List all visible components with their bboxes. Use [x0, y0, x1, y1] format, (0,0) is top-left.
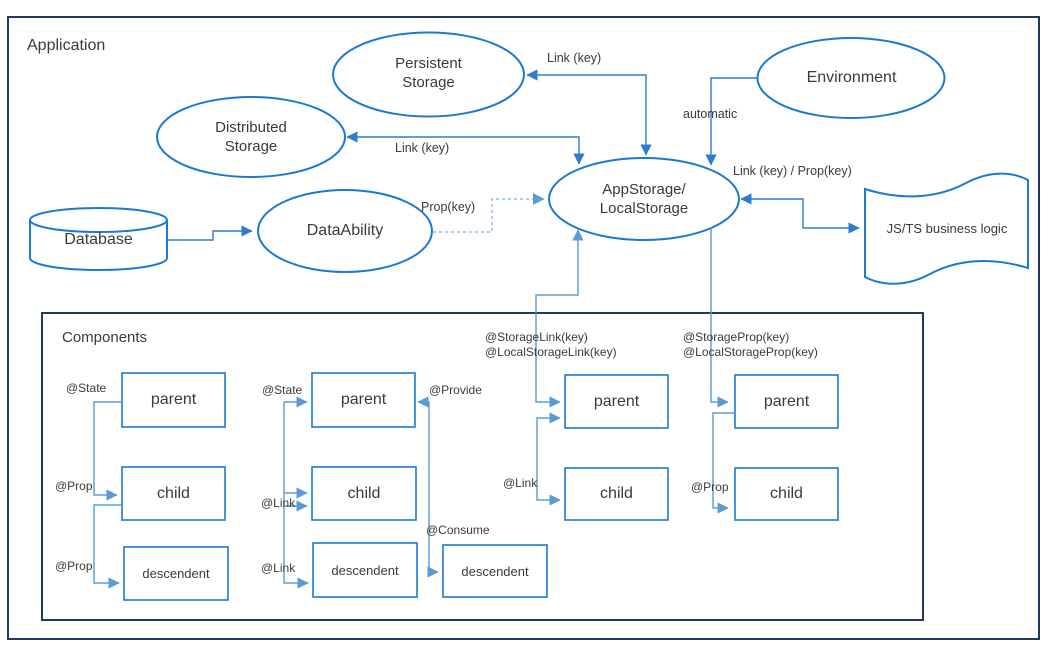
g2-descendent-label: descendent [331, 562, 399, 578]
g2-link-child-decorator: @Link [261, 496, 296, 510]
components-title: Components [62, 329, 148, 346]
g4-child-box [734, 467, 839, 521]
g2-child-box [311, 466, 417, 521]
g1-descendent-label: descendent [142, 566, 210, 581]
dataability-label: DataAbility [306, 222, 384, 239]
edge-storageprop-appstorage-parent [710, 228, 729, 408]
edge-persistent-appstorage [526, 69, 652, 156]
edge-g2-provide-consume [417, 396, 439, 578]
database-cylinder-top [29, 207, 168, 233]
edge-environment-appstorage [705, 77, 757, 166]
distributed-storage-label: Distributed Storage [215, 119, 287, 155]
g1-descendent-box [123, 546, 229, 601]
appstorage-ellipse [548, 157, 740, 241]
edge-g1-parent-child [93, 401, 122, 501]
g4-parent-label: parent [763, 392, 810, 410]
edge-label-dataability-prop: Prop(key) [421, 200, 476, 214]
g3-child-label: child [600, 485, 633, 502]
g3-storagelink-decorators: @StorageLink(key) @LocalStorageLink(key) [485, 330, 617, 359]
edge-g3-link-parent-child [536, 412, 561, 506]
g2-parent-box [311, 372, 416, 428]
g2-child-label: child [347, 484, 381, 502]
g4-storageprop-decorators: @StorageProp(key) @LocalStorageProp(key) [683, 330, 818, 359]
g2-consume-descendent-box [442, 544, 548, 598]
persistent-storage-ellipse [332, 31, 525, 118]
edge-label-persistent-link: Link (key) [547, 51, 602, 65]
g1-child-label: child [157, 484, 190, 502]
g1-prop-child-decorator: @Prop [55, 479, 93, 493]
components-boundary [41, 312, 924, 621]
g3-parent-label: parent [593, 392, 640, 410]
g4-child-label: child [770, 485, 803, 502]
edge-distributed-appstorage [346, 131, 585, 165]
edge-label-business-logic-link: Link (key) / Prop(key) [733, 164, 852, 178]
g2-parent-label: parent [340, 391, 387, 408]
edge-label-distributed-link: Link (key) [395, 141, 450, 155]
jsts-business-logic-label: JS/TS business logic [886, 221, 1008, 236]
g1-parent-label: parent [150, 391, 197, 408]
distributed-storage-ellipse [156, 96, 346, 178]
g4-prop-decorator: @Prop [691, 480, 729, 494]
g2-provide-decorator: @Provide [429, 383, 482, 397]
dataability-ellipse [257, 189, 433, 273]
g2-state-decorator: @State [262, 383, 303, 397]
database-cylinder-body [29, 220, 168, 271]
g3-link-decorator: @Link [503, 476, 538, 490]
g1-state-decorator: @State [66, 381, 107, 395]
g2-link-descendent-decorator: @Link [261, 561, 296, 575]
g3-child-box [564, 467, 669, 521]
environment-label: Environment [806, 69, 897, 86]
edge-storagelink-appstorage-parent [535, 229, 584, 408]
edge-g1-child-descendent [93, 504, 122, 589]
edge-g4-prop-parent-child [712, 412, 735, 514]
application-title: Application [27, 37, 106, 54]
edge-database-dataability [167, 225, 253, 241]
g4-parent-box [734, 374, 839, 429]
g2-consume-decorator: @Consume [426, 523, 490, 537]
environment-ellipse [756, 37, 946, 119]
database-label: Database [64, 231, 133, 248]
g1-parent-box [121, 372, 226, 428]
edge-appstorage-jsts [740, 193, 860, 234]
appstorage-label: AppStorage/ LocalStorage [599, 181, 689, 217]
g1-child-box [121, 466, 226, 521]
persistent-storage-label: Persistent Storage [395, 55, 462, 91]
application-boundary [7, 16, 1040, 640]
edge-label-automatic: automatic [683, 107, 738, 121]
g2-descendent-box [312, 542, 418, 598]
g2-consume-descendent-label: descendent [461, 563, 529, 579]
jsts-wave-shape [864, 172, 1029, 285]
g1-prop-descendent-decorator: @Prop [55, 559, 93, 573]
